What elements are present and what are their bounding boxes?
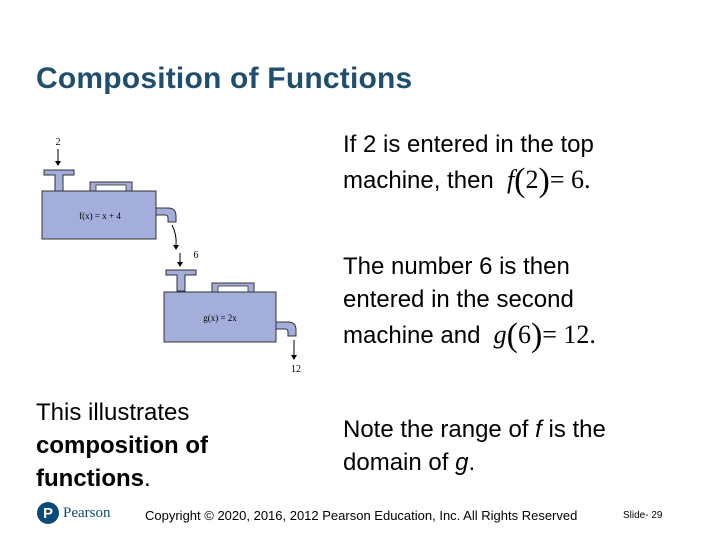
page-title: Composition of Functions bbox=[36, 62, 413, 95]
function-arg: 6 bbox=[517, 320, 531, 349]
text-part: . bbox=[144, 465, 151, 492]
middle-arrowhead bbox=[173, 245, 179, 250]
pearson-logo-text: Pearson bbox=[63, 504, 111, 521]
text-line-part: machine, then bbox=[343, 167, 494, 194]
text-part: Note the range of bbox=[343, 416, 536, 443]
machine-body bbox=[163, 291, 277, 343]
machine-f: f(x) = x + 4 bbox=[41, 169, 177, 240]
text-line: machine and g(6)= 12. bbox=[343, 316, 673, 354]
paragraph-top-machine: If 2 is entered in the top machine, then… bbox=[343, 128, 673, 199]
text-line: machine, then f(2)= 6. bbox=[343, 161, 673, 199]
text-part: is the domain of bbox=[343, 416, 606, 476]
funnel-shape bbox=[165, 269, 197, 292]
paragraph-range-domain: Note the range of f is the domain of g. bbox=[343, 413, 673, 479]
text-part: This illustrates bbox=[36, 399, 190, 426]
text-line: If 2 is entered in the top bbox=[343, 131, 594, 158]
text-line: The number 6 is then bbox=[343, 253, 570, 280]
middle-value-label: 6 bbox=[194, 250, 199, 261]
output-arrowhead bbox=[291, 355, 297, 360]
text-part: . bbox=[468, 449, 476, 476]
input-value-label: 2 bbox=[56, 137, 61, 148]
handle-gap bbox=[95, 184, 127, 192]
machine-g-label: g(x) = 2x bbox=[203, 313, 237, 323]
math-expression: f(2)= 6. bbox=[506, 162, 591, 199]
function-name: f bbox=[506, 165, 515, 194]
math-expression: g(6)= 12. bbox=[493, 317, 596, 354]
function-machine-diagram: 2 f(x) = x + 4 6 g(x) = 2x 12 bbox=[41, 137, 301, 375]
pearson-logo-icon: P bbox=[37, 502, 59, 524]
middle-arrow bbox=[171, 224, 177, 246]
copyright-notice: Copyright © 2020, 2016, 2012 Pearson Edu… bbox=[145, 508, 578, 523]
function-name: g bbox=[493, 320, 507, 349]
bold-term: composition of functions bbox=[36, 432, 208, 492]
pearson-logo: P Pearson bbox=[37, 502, 111, 524]
text-line-part: machine and bbox=[343, 322, 481, 349]
machine-g: g(x) = 2x bbox=[163, 269, 297, 343]
handle-gap bbox=[217, 285, 249, 293]
machine-f-label: f(x) = x + 4 bbox=[79, 211, 121, 221]
function-arg: 2 bbox=[525, 165, 539, 194]
spout-shape bbox=[155, 207, 177, 223]
input-arrowhead bbox=[55, 161, 61, 166]
paragraph-illustrates: This illustrates composition of function… bbox=[36, 396, 286, 495]
italic-g: g bbox=[455, 449, 469, 476]
slide-number: Slide- 29 bbox=[623, 510, 663, 521]
function-result: = 6. bbox=[549, 165, 591, 194]
paragraph-second-machine: The number 6 is then entered in the seco… bbox=[343, 250, 673, 354]
funnel-shape bbox=[43, 169, 75, 192]
middle-arrowhead-2 bbox=[177, 262, 183, 267]
text-line: entered in the second bbox=[343, 286, 574, 313]
function-result: = 12. bbox=[542, 320, 596, 349]
spout-shape bbox=[275, 321, 297, 337]
output-value-label: 12 bbox=[291, 364, 301, 375]
italic-f: f bbox=[535, 416, 542, 443]
